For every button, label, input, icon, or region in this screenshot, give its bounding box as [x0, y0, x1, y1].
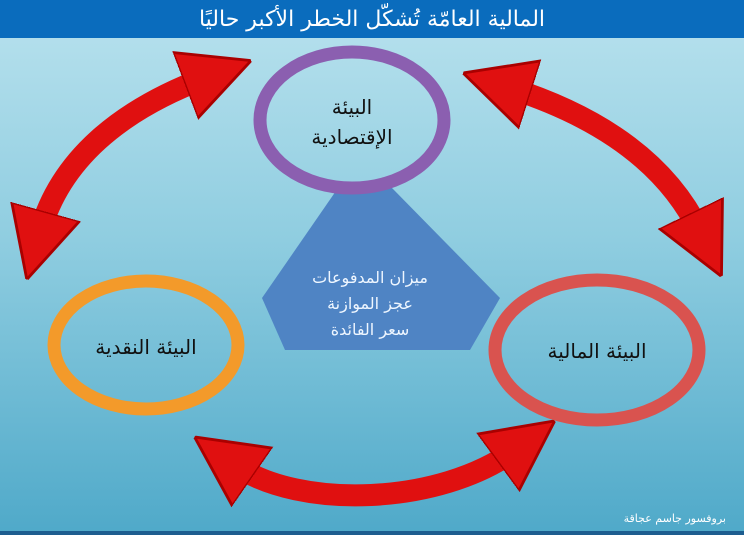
circle-monetary: [47, 274, 245, 416]
center-triangle: [262, 188, 500, 350]
factor-interest-rate: سعر الفائدة: [330, 320, 410, 339]
node-financial: البيئة المالية: [547, 339, 647, 363]
circle-financial: [488, 273, 706, 427]
node-economic-line1: البيئة: [331, 95, 373, 119]
author-credit: بروفسور جاسم عجاقة: [623, 512, 726, 525]
circle-economic: [253, 45, 451, 195]
center-factors: ميزان المدفوعات عجز الموازنة سعر الفائدة: [290, 265, 450, 343]
node-economic-line2: الإقتصادية: [311, 125, 393, 149]
arrow-economic-financial: [510, 88, 700, 232]
page-title: المالية العامّة تُشكّل الخطر الأكبر حالي…: [0, 0, 744, 38]
factor-budget-deficit: عجز الموازنة: [327, 294, 413, 313]
bottom-bar: [0, 531, 744, 535]
factor-balance-of-payments: ميزان المدفوعات: [312, 268, 428, 287]
arrow-economic-monetary: [40, 78, 205, 232]
arrow-monetary-financial: [235, 450, 515, 495]
node-monetary: البيئة النقدية: [95, 335, 197, 359]
node-economic: البيئة الإقتصادية: [272, 92, 432, 152]
